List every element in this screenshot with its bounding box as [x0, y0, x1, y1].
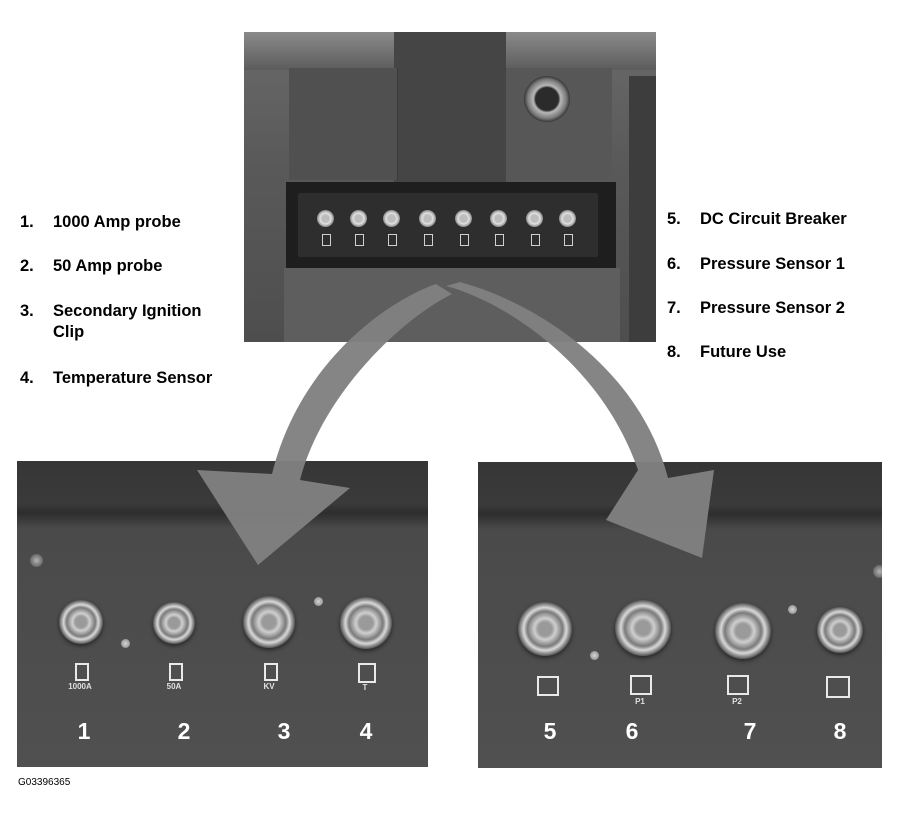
- connector-label: KV: [263, 682, 275, 691]
- connector-number: 8: [833, 718, 847, 744]
- breaker-symbol-icon: [537, 676, 559, 696]
- overview-symbol: [355, 234, 364, 246]
- connector-label: 50A: [166, 682, 182, 691]
- connector-1: [59, 600, 103, 644]
- device-side: [629, 76, 656, 342]
- power-knob: [524, 76, 570, 122]
- legend-number: 7.: [667, 299, 681, 317]
- legend-text: Pressure Sensor 1: [700, 255, 845, 273]
- connector-plate: [298, 193, 598, 257]
- legend-number: 1.: [20, 213, 34, 231]
- closeup-photo-left: 1000A 50A KV T 1 2 3 4: [17, 461, 428, 767]
- device-overview-photo: [244, 32, 656, 342]
- device-base: [284, 268, 620, 342]
- legend-number: 8.: [667, 343, 681, 361]
- screw: [873, 565, 882, 578]
- connector-4: [340, 597, 392, 649]
- closeup-photo-right: P1 P2 5 6 7 8: [478, 462, 882, 768]
- probe-symbol-icon: [75, 663, 89, 681]
- legend-item-7: 7. Pressure Sensor 2: [667, 298, 845, 319]
- overview-symbol: [424, 234, 433, 246]
- screw: [30, 554, 43, 567]
- probe-symbol-icon: [264, 663, 278, 681]
- connector-number: 2: [177, 718, 191, 744]
- overview-symbol: [322, 234, 331, 246]
- figure-id: G03396365: [18, 777, 71, 788]
- connector-label: 1000A: [68, 682, 92, 691]
- legend-item-3: 3. Secondary Ignition: [20, 301, 202, 322]
- future-use-icon: [826, 676, 850, 698]
- legend-text: Pressure Sensor 2: [700, 299, 845, 317]
- legend-number: 3.: [20, 302, 34, 320]
- connector-2: [153, 602, 195, 644]
- legend-text: Temperature Sensor: [53, 369, 213, 387]
- connector-number: 1: [77, 718, 91, 744]
- pressure-sensor-icon: [630, 675, 652, 695]
- overview-symbol: [460, 234, 469, 246]
- connector-5: [518, 602, 572, 656]
- overview-connector: [490, 210, 507, 227]
- legend-text: Secondary Ignition: [53, 302, 202, 320]
- overview-connector: [350, 210, 367, 227]
- legend-item-8: 8. Future Use: [667, 342, 786, 363]
- overview-connector: [419, 210, 436, 227]
- legend-text: Future Use: [700, 343, 787, 361]
- legend-item-2: 2. 50 Amp probe: [20, 256, 162, 277]
- connector-label: P2: [732, 697, 742, 706]
- legend-number: 2.: [20, 257, 34, 275]
- legend-item-3-continued: Clip: [53, 322, 84, 343]
- device-center-panel: [394, 32, 506, 184]
- led-indicator: [314, 597, 323, 606]
- connector-7: [715, 603, 771, 659]
- legend-number: 6.: [667, 255, 681, 273]
- connector-number: 5: [543, 718, 557, 744]
- led-indicator: [788, 605, 797, 614]
- overview-symbol: [531, 234, 540, 246]
- connector-6: [615, 600, 671, 656]
- probe-symbol-icon: [169, 663, 183, 681]
- overview-symbol: [388, 234, 397, 246]
- connector-number: 7: [743, 718, 757, 744]
- legend-text: Clip: [53, 323, 85, 341]
- overview-connector: [455, 210, 472, 227]
- overview-symbol: [495, 234, 504, 246]
- overview-connector: [317, 210, 334, 227]
- legend-item-5: 5. DC Circuit Breaker: [667, 209, 847, 230]
- legend-number: 4.: [20, 369, 34, 387]
- led-indicator: [121, 639, 130, 648]
- led-indicator: [590, 651, 599, 660]
- connector-label: P1: [635, 697, 645, 706]
- connector-label: T: [362, 683, 368, 692]
- connector-number: 4: [359, 718, 373, 744]
- legend-item-1: 1. 1000 Amp probe: [20, 212, 181, 233]
- connector-number: 3: [277, 718, 291, 744]
- legend-text: DC Circuit Breaker: [700, 210, 847, 228]
- connector-number: 6: [625, 718, 639, 744]
- legend-text: 50 Amp probe: [53, 257, 163, 275]
- legend-text: 1000 Amp probe: [53, 213, 181, 231]
- legend-number: 5.: [667, 210, 681, 228]
- legend-item-6: 6. Pressure Sensor 1: [667, 254, 845, 275]
- overview-symbol: [564, 234, 573, 246]
- overview-connector: [526, 210, 543, 227]
- overview-connector: [383, 210, 400, 227]
- overview-connector: [559, 210, 576, 227]
- connector-8: [817, 607, 863, 653]
- temperature-symbol-icon: [358, 663, 376, 683]
- device-left-panel: [289, 68, 398, 180]
- pressure-sensor-icon: [727, 675, 749, 695]
- legend-item-4: 4. Temperature Sensor: [20, 368, 212, 389]
- connector-3: [243, 596, 295, 648]
